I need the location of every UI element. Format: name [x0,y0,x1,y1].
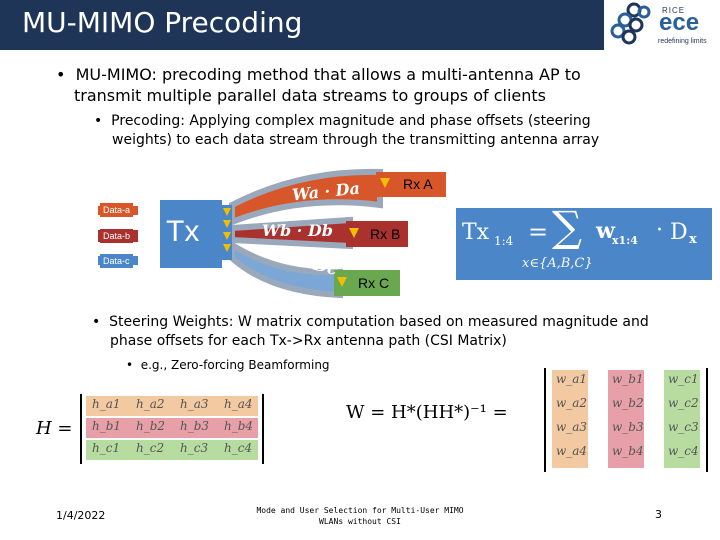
w-a4: w_a4 [556,444,587,458]
rx-c-label: Rx C [358,271,389,295]
w-a1: w_a1 [556,372,587,386]
w-b4: w_b4 [612,444,644,458]
w-c2: w_c2 [668,396,699,410]
eq-dot: · [656,218,663,243]
data-c-label: Data-c [100,254,133,268]
bullet-zf: • e.g., Zero-forcing Beamforming [126,357,446,373]
tx-label: Tx [166,215,199,249]
eq-sum-sub: x∈{A,B,C} [522,256,593,271]
bullet-steering: • Steering Weights: W matrix computation… [92,313,652,351]
bullet-zf-text: e.g., Zero-forcing Beamforming [141,358,330,372]
tx-sum-equation: Tx 1:4 = ∑ w x1:4 · D x x∈{A,B,C} [456,208,712,280]
data-a-label: Data-a [100,203,133,217]
eq-lhs: Tx [462,220,489,245]
w-matrix: w_a1 w_a2 w_a3 w_a4 w_b1 w_b2 w_b3 w_b4 … [544,368,708,472]
h-a1: h_a1 [92,397,121,411]
h-matrix-label: H = [36,418,73,439]
h-a3: h_a3 [180,397,209,411]
w-a2: w_a2 [556,396,587,410]
eq-d-sub: x [689,232,697,247]
footer-title: Mode and User Selection for Multi-User M… [250,505,470,527]
w-formula: W = H*(HH*)⁻¹ = [346,402,508,423]
h-c4: h_c4 [224,441,252,455]
bullet-steering-text: Steering Weights: W matrix computation b… [109,314,649,349]
footer-date: 1/4/2022 [56,509,105,522]
w-c3: w_c3 [668,420,699,434]
h-c2: h_c2 [136,441,164,455]
h-c3: h_c3 [180,441,208,455]
eq-sum: ∑ [552,202,582,251]
w-b2: w_b2 [612,396,644,410]
h-a2: h_a2 [136,397,165,411]
h-b1: h_b1 [92,419,121,433]
w-c4: w_c4 [668,444,699,458]
data-b-label: Data-b [100,229,133,243]
eq-equals: = [528,218,548,246]
w-b3: w_b3 [612,420,644,434]
eq-d: D [670,220,688,245]
h-b4: h_b4 [224,419,253,433]
rx-b-label: Rx B [370,222,400,246]
w-a3: w_a3 [556,420,587,434]
rx-a-label: Rx A [403,172,433,196]
h-matrix: h_a1 h_a2 h_a3 h_a4 h_b1 h_b2 h_b3 h_b4 … [80,394,264,464]
page-number: 3 [655,508,662,521]
w-b1: w_b1 [612,372,644,386]
w-c1: w_c1 [668,372,699,386]
eq-term-sub: x1:4 [612,234,638,247]
h-b2: h_b2 [136,419,165,433]
h-a4: h_a4 [224,397,253,411]
beam-b-label: Wb · Db [262,221,333,240]
h-c1: h_c1 [92,441,120,455]
h-b3: h_b3 [180,419,209,433]
eq-lhs-sub: 1:4 [494,234,513,248]
